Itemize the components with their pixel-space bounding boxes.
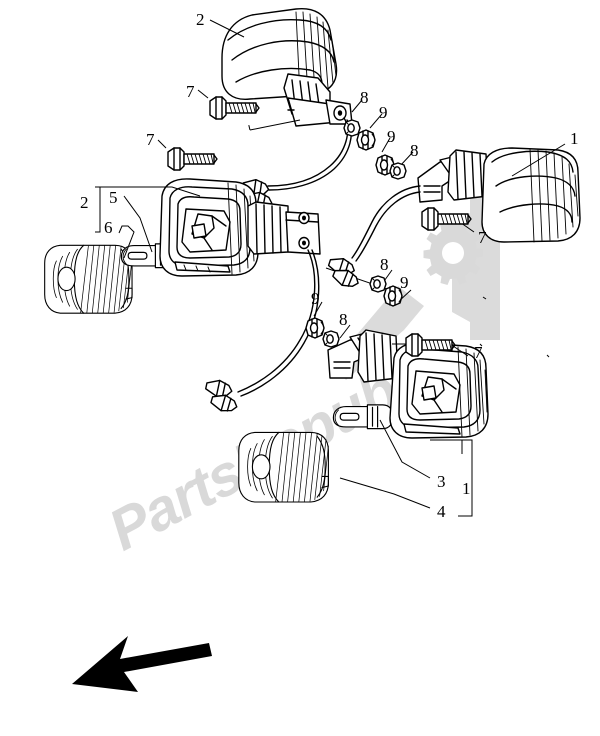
- callout-7-gear: 7: [478, 228, 487, 247]
- turn-signal-assembly-bottom: [238, 329, 489, 503]
- stray-marks: [479, 296, 550, 358]
- washer-8-a: [343, 119, 361, 137]
- turn-signal-assembly-right: [326, 147, 581, 292]
- callout-5: 5: [109, 188, 118, 207]
- callout-2-top: 2: [196, 10, 205, 29]
- lens-4: [238, 431, 329, 503]
- callout-7-low: 7: [474, 343, 483, 362]
- bulb-3: [332, 404, 394, 430]
- nut-9-a: [356, 129, 376, 151]
- callout-9-d: 9: [311, 289, 320, 308]
- lens-6: [44, 244, 133, 314]
- washer-8-c: [369, 275, 387, 293]
- callout-8-a: 8: [360, 88, 369, 107]
- forward-direction-arrow: [72, 636, 212, 692]
- callout-8-d: 8: [339, 310, 348, 329]
- callout-1-right: 1: [570, 129, 579, 148]
- callout-9-a: 9: [379, 103, 388, 122]
- bolt-7-gear: [421, 207, 472, 231]
- callout-8-b: 8: [410, 141, 419, 160]
- callout-3: 3: [437, 472, 446, 491]
- callout-9-c: 9: [400, 273, 409, 292]
- bolt-7-mid: [167, 147, 218, 171]
- washer-8-b: [389, 162, 407, 180]
- washer-8-d: [322, 330, 340, 348]
- callout-2-left: 2: [80, 193, 89, 212]
- callout-9-b: 9: [387, 127, 396, 146]
- callout-8-c: 8: [380, 255, 389, 274]
- callout-1-low: 1: [462, 479, 471, 498]
- group-bracket-1: [458, 439, 473, 517]
- turn-signal-assembly-left: [44, 178, 321, 416]
- nut-9-d: [305, 317, 325, 339]
- bolt-7-top: [209, 96, 260, 120]
- group-bracket-2: [95, 186, 201, 259]
- callout-4: 4: [437, 502, 446, 521]
- turn-signal-assembly-top: [221, 7, 353, 212]
- callout-7-top: 7: [186, 82, 195, 101]
- callout-6: 6: [104, 218, 113, 237]
- callout-7-mid: 7: [146, 130, 155, 149]
